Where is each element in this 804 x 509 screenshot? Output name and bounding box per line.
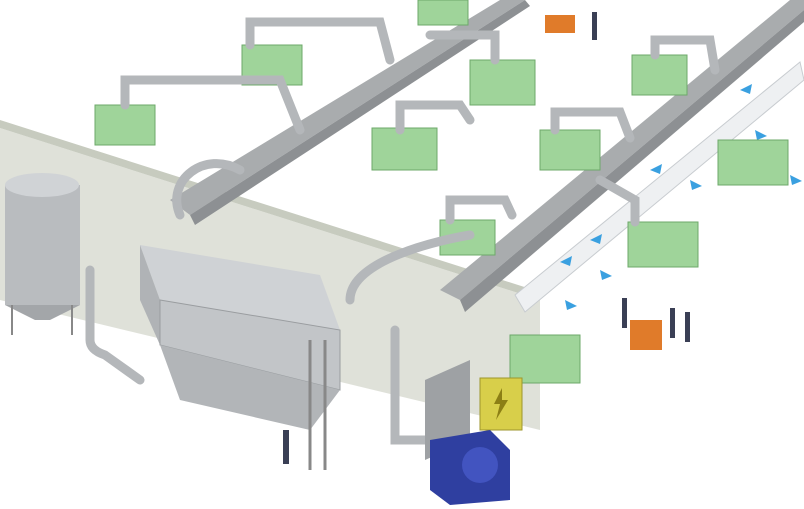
hood [94,104,156,146]
hood [371,127,438,171]
airflow-arrow-icon [560,256,572,266]
lightning-icon [494,388,508,420]
airflow-arrow-icon [690,180,702,190]
airflow-arrow-icon [600,270,612,280]
forklift [630,320,662,350]
hood [539,129,601,171]
airflow-arrow-icon [565,300,577,310]
main-duct-upper-side [190,0,530,225]
main-duct-lower-side [460,10,804,312]
hood [631,54,688,96]
main-duct-upper [170,0,525,215]
airflow-arrow-icon [755,130,767,140]
airflow-arrow-icon [740,84,752,94]
forklift [545,15,575,33]
hood [469,59,536,106]
hood [417,0,469,26]
silo [5,173,80,335]
main-duct-lower [440,0,804,300]
workers [283,12,690,464]
branch-pipes [85,17,720,445]
hood [509,334,581,384]
exhaust-duct [425,360,470,460]
extraction-hoods [94,0,789,384]
airflow-arrows [560,84,802,310]
airflow-arrow-icon [590,234,602,244]
fan-unit [430,430,510,505]
hood [627,221,699,268]
airflow-arrow-icon [650,164,662,174]
filter-house [140,245,341,470]
airflow-arrow-icon [790,175,802,185]
hood [717,139,789,186]
white-supply-pipe [514,61,804,313]
